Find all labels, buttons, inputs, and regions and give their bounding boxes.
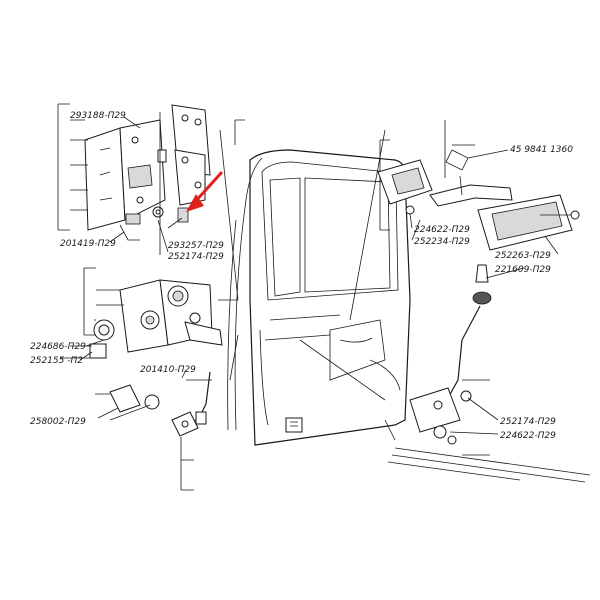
label-293257: 293257-П29 [168,241,224,251]
label-252263: 252263-П29 [495,251,551,261]
label-leaders [79,116,559,435]
hinge-bracket-group [57,103,167,241]
lock-mechanism-group [60,267,223,359]
highlight-arrow [186,170,224,212]
label-252234: 252234-П29 [414,237,470,247]
striker-bracket [95,384,199,491]
label-224686: 224686-П29 [30,342,86,352]
inside-handle-bracket [384,379,591,483]
door-panel [227,149,411,446]
label-293188: 293188-П29 [70,111,126,121]
label-221609: 221609-П29 [495,265,551,275]
label-252174-bottom: 252174-П29 [500,417,556,427]
label-459841: 45 9841 1360 [510,145,573,155]
label-224622-bottom: 224622-П29 [500,431,556,441]
leader-lines [218,129,386,401]
part-labels: 293188-П29 201419-П29 293257-П29 252174-… [30,111,573,441]
label-258002: 258002-П29 [30,417,86,427]
label-224622-top: 224622-П29 [414,225,470,235]
door-marker-plate [285,417,303,433]
outside-handle-group [377,120,580,251]
label-252174-top: 252174-П29 [168,252,224,262]
label-252155: 252155 -П2 [30,356,83,366]
label-201419: 201419-П29 [60,239,116,249]
lock-button-rod [447,264,492,399]
label-201410: 201410-П29 [140,365,196,375]
door-hinge [159,104,245,255]
